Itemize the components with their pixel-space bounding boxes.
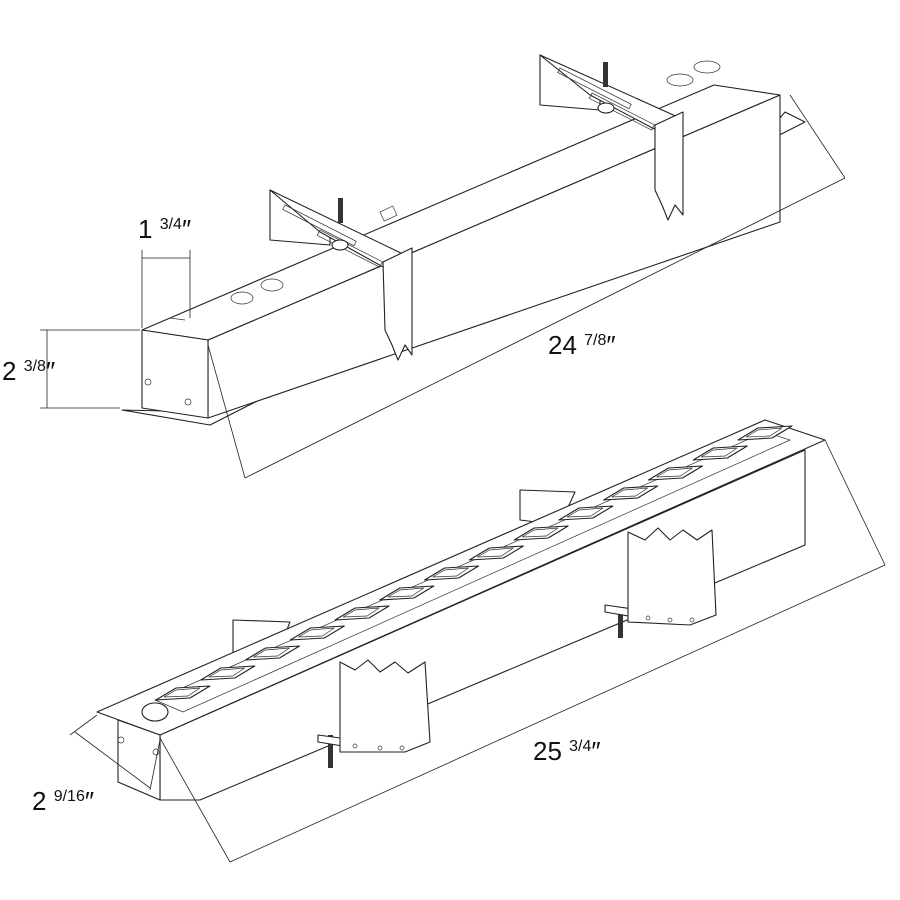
lens-cell-inner [477, 547, 514, 558]
dimension-bottom-length: 25 3/4″ [533, 736, 601, 767]
bottom-fixture [96, 419, 826, 801]
lens-cell-inner [701, 447, 738, 458]
lens-cell-inner [253, 647, 290, 658]
lens-cell-inner [611, 487, 648, 498]
dim-whole: 2 [32, 786, 47, 816]
front-bracket [339, 659, 431, 753]
mounting-bracket [539, 54, 684, 221]
threaded-rod [603, 62, 608, 87]
dim-fraction: 3/4 [159, 216, 182, 233]
top-dimension-lines [40, 94, 846, 479]
threaded-rod [618, 608, 623, 638]
lens-cell-inner [298, 627, 335, 638]
screw-icon [152, 748, 160, 756]
dimension-bottom-width: 2 9/16″ [32, 786, 94, 817]
knockout-hole [230, 291, 254, 305]
screw-icon [117, 736, 125, 744]
dim-whole: 1 [138, 214, 153, 244]
fixture-end-face [117, 719, 161, 801]
dim-unit: ″ [181, 214, 192, 244]
lens-cell-inner [387, 587, 425, 598]
dim-unit: ″ [591, 736, 601, 766]
knockout-hole [666, 73, 694, 87]
dim-unit: ″ [45, 356, 56, 386]
threaded-rod [328, 735, 333, 768]
dim-unit: ″ [606, 330, 616, 360]
lens-cell-inner [745, 427, 783, 438]
lens-cell-inner [432, 567, 469, 578]
dim-fraction: 3/4 [569, 738, 592, 755]
dim-fraction: 7/8 [584, 332, 607, 349]
dim-whole: 24 [548, 330, 577, 360]
lens-cell-inner [521, 527, 559, 538]
lens-cell-inner [163, 687, 201, 698]
sensor-dome [141, 702, 169, 722]
recessed-cells [155, 425, 793, 701]
dimension-top-height: 2 3/8″ [2, 356, 55, 387]
top-housing [121, 54, 806, 426]
screw-icon [184, 398, 192, 406]
knockout-hole [693, 60, 721, 74]
lens-cell-inner [342, 607, 380, 618]
lens-cell-inner [656, 467, 693, 478]
housing-side [207, 94, 781, 419]
dim-fraction: 9/16 [53, 788, 85, 805]
screw-icon [144, 378, 152, 386]
knockout-hole [260, 278, 284, 292]
housing-end-face [141, 329, 209, 419]
dim-unit: ″ [84, 786, 95, 816]
lens-cell-inner [566, 507, 604, 518]
front-bracket [627, 527, 717, 626]
mounting-bracket [269, 189, 413, 361]
threaded-rod [338, 198, 343, 223]
bottom-dimension-lines [69, 439, 886, 863]
dimension-top-width: 1 3/4″ [138, 214, 191, 245]
dim-whole: 2 [2, 356, 17, 386]
dim-whole: 25 [533, 736, 562, 766]
dim-fraction: 3/8 [23, 358, 46, 375]
dimension-top-length: 24 7/8″ [548, 330, 616, 361]
lens-cell-inner [208, 667, 245, 678]
